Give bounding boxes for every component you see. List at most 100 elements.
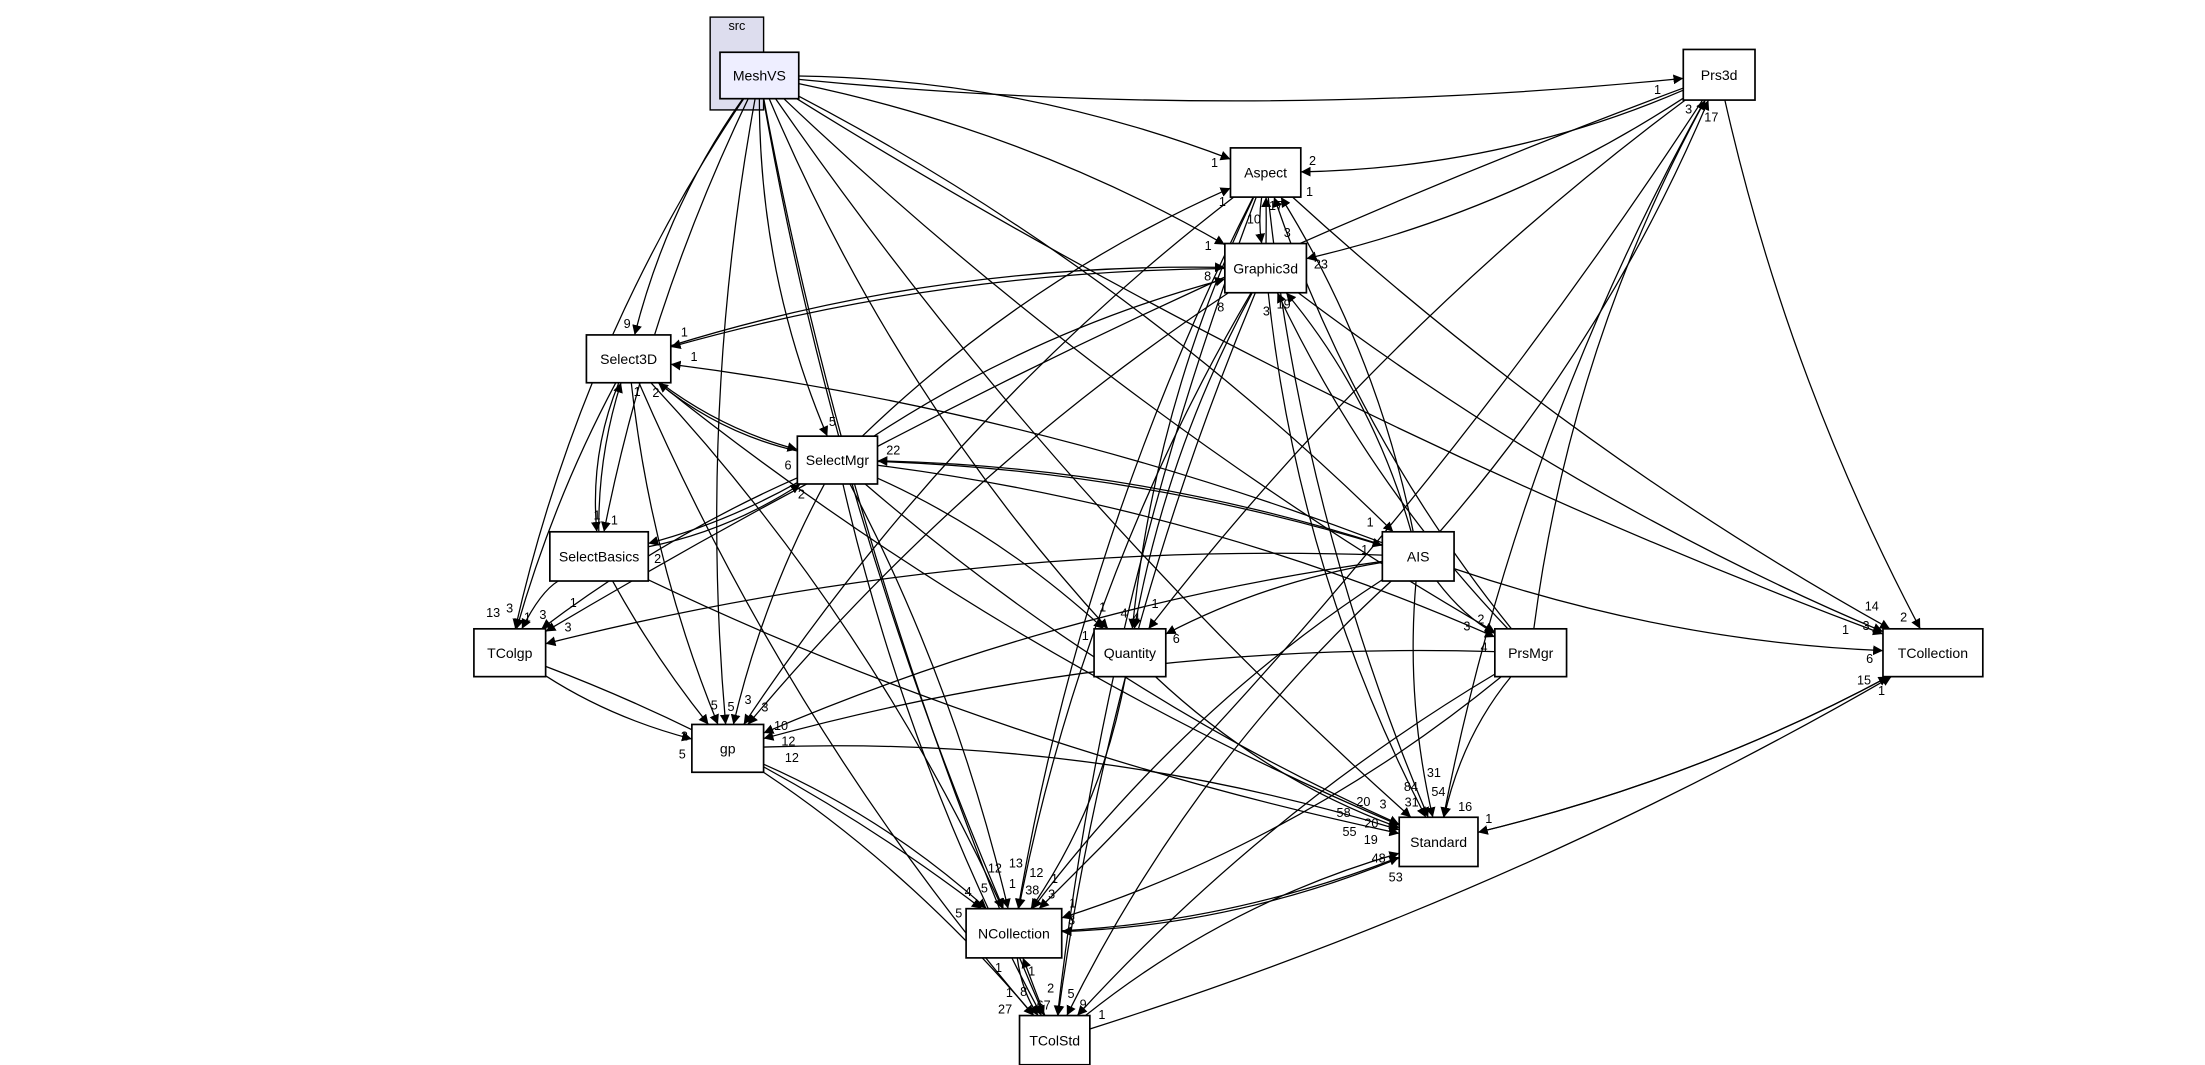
edge-label-PrsMgr-to-gp[interactable]: 12 — [785, 751, 799, 765]
edge-label-MeshVS-to-Quantity[interactable]: 1 — [1099, 601, 1106, 615]
node-gp[interactable]: gp — [691, 723, 765, 774]
edge-label-Select3D-to-gp[interactable]: 5 — [727, 700, 734, 714]
edge-label-Select3D-to-SelectBasics[interactable]: 1 — [611, 514, 618, 528]
edge-label-PrsMgr-to-Aspect[interactable]: 10 — [1247, 213, 1261, 227]
edge-label-Select3D-to-Standard[interactable]: 20 — [1364, 816, 1378, 830]
edge-label-AIS-to-TColStd[interactable]: 9 — [1080, 997, 1087, 1011]
edge-label-Select3D-to-NCollection[interactable]: 12 — [988, 862, 1002, 876]
edge-label-MeshVS-to-SelectBasics[interactable]: 1 — [594, 509, 601, 523]
edge-label-NCollection-to-Standard[interactable]: 53 — [1389, 870, 1403, 884]
edge-label-Prs3d-to-Aspect[interactable]: 2 — [1309, 154, 1316, 168]
edge-label-AIS-to-Quantity[interactable]: 6 — [1173, 632, 1180, 646]
node-prs3d[interactable]: Prs3d — [1682, 48, 1756, 101]
edge-label-Select3D-to-Graphic3d[interactable]: 8 — [1204, 269, 1211, 283]
node-tcolstd[interactable]: TColStd — [1018, 1014, 1091, 1065]
edge-label-Quantity-to-NCollection[interactable]: 3 — [1048, 887, 1055, 901]
edge-label-Graphic3d-to-Standard[interactable]: 84 — [1404, 780, 1418, 794]
edge-label-MeshVS-to-PrsMgr[interactable]: 3 — [1463, 619, 1470, 633]
node-ais[interactable]: AIS — [1381, 530, 1455, 582]
edge-label-MeshVS-to-TColgp[interactable]: 3 — [506, 602, 513, 616]
edge-label-AIS-to-Aspect[interactable]: 1 — [1306, 185, 1313, 199]
edge-label-MeshVS-to-NCollection[interactable]: 5 — [981, 881, 988, 895]
edge-label-NCollection-to-TColStd[interactable]: 67 — [1037, 998, 1051, 1012]
edge-label-AIS-to-Graphic3d[interactable]: 19 — [1277, 298, 1291, 312]
edge-label-MeshVS-to-AIS[interactable]: 1 — [1367, 515, 1374, 529]
edge-label-PrsMgr-to-TColStd[interactable]: 1 — [1098, 1008, 1105, 1022]
node-ncollection[interactable]: NCollection — [965, 907, 1063, 959]
edge-label-SelectMgr-to-NCollection[interactable]: 13 — [1009, 856, 1023, 870]
node-prsmgr[interactable]: PrsMgr — [1494, 627, 1568, 678]
edge-label-SelectBasics-to-Standard[interactable]: 55 — [1342, 825, 1356, 839]
edge-label-Select3D-to-SelectMgr[interactable]: 6 — [784, 458, 791, 472]
edge-label-Quantity-to-Standard[interactable]: 20 — [1356, 795, 1370, 809]
edge-label-MeshVS-to-gp[interactable]: 5 — [711, 699, 718, 713]
edge-label-Aspect-to-TCollection[interactable]: 3 — [1862, 619, 1869, 633]
edge-label-SelectMgr-to-AIS[interactable]: 1 — [1361, 543, 1368, 557]
edge-label-AIS-to-Prs3d[interactable]: 17 — [1704, 111, 1718, 125]
edge-label-Aspect-to-Graphic3d[interactable]: 3 — [1284, 226, 1291, 240]
edge-label-AIS-to-TColgp[interactable]: 3 — [565, 620, 572, 634]
edge-label-MeshVS-to-TCollection[interactable]: 1 — [1842, 623, 1849, 637]
edge-label-SelectMgr-to-Quantity[interactable]: 1 — [1082, 629, 1089, 643]
edge-label-TColStd-to-NCollection[interactable]: 1 — [995, 961, 1002, 975]
edge-label-Graphic3d-to-gp[interactable]: 10 — [774, 719, 788, 733]
edge-label-Aspect-to-Quantity[interactable]: 4 — [1120, 606, 1127, 620]
edge-label-PrsMgr-to-Graphic3d[interactable]: 3 — [1263, 304, 1270, 318]
node-graphic3d[interactable]: Graphic3d — [1224, 242, 1308, 294]
edge-label-SelectMgr-to-SelectBasics[interactable]: 2 — [654, 552, 661, 566]
edge-label-AIS-to-NCollection[interactable]: 12 — [1029, 866, 1043, 880]
edge-label-Graphic3d-to-Quantity[interactable]: 4 — [1133, 610, 1140, 624]
edge-label-MeshVS-to-Aspect[interactable]: 1 — [1211, 156, 1218, 170]
edge-label-SelectMgr-to-Graphic3d[interactable]: 8 — [1217, 300, 1224, 314]
node-selectmgr[interactable]: SelectMgr — [796, 435, 879, 485]
node-aspect[interactable]: Aspect — [1229, 147, 1302, 198]
edge-label-Prs3d-to-Quantity[interactable]: 1 — [1151, 597, 1158, 611]
edge-label-TCollection-to-Standard[interactable]: 1 — [1485, 812, 1492, 826]
edge-label-MeshVS-to-Prs3d[interactable]: 1 — [1654, 83, 1661, 97]
node-meshvs[interactable]: MeshVS — [719, 51, 800, 100]
node-tcollection[interactable]: TCollection — [1882, 627, 1984, 678]
edge-label-Graphic3d-to-TCollection[interactable]: 14 — [1865, 599, 1879, 613]
edge-label-SelectMgr-to-Aspect[interactable]: 1 — [1219, 195, 1226, 209]
edge-label-AIS-to-gp[interactable]: 12 — [781, 735, 795, 749]
edge-label-TColgp-to-NCollection[interactable]: 5 — [955, 907, 962, 921]
edge-label-Graphic3d-to-Aspect[interactable]: 17 — [1269, 199, 1283, 213]
edge-label-MeshVS-to-TColStd[interactable]: 8 — [1020, 985, 1027, 999]
node-select3d[interactable]: Select3D — [585, 334, 672, 384]
edge-label-Prs3d-to-TColgp[interactable]: 1 — [570, 596, 577, 610]
edge-label-MeshVS-to-Graphic3d[interactable]: 1 — [1205, 239, 1212, 253]
edge-label-Prs3d-to-Graphic3d[interactable]: 23 — [1314, 258, 1328, 272]
edge-label-SelectMgr-to-TColStd[interactable]: 1 — [1006, 986, 1013, 1000]
edge-label-Standard-to-NCollection[interactable]: 3 — [1068, 914, 1075, 928]
edge-label-AIS-to-TCollection[interactable]: 6 — [1866, 652, 1873, 666]
edge-label-Aspect-to-gp[interactable]: 3 — [744, 693, 751, 707]
edge-label-Standard-to-TCollection[interactable]: 1 — [1878, 684, 1885, 698]
edge-label-gp-to-TColStd[interactable]: 1 — [1028, 965, 1035, 979]
edge-label-SelectMgr-to-PrsMgr[interactable]: 2 — [1477, 612, 1484, 626]
edge-label-SelectBasics-to-Select3D[interactable]: 1 — [634, 385, 641, 399]
edge-label-Graphic3d-to-Select3D[interactable]: 1 — [681, 325, 688, 339]
edge-label-Prs3d-to-NCollection[interactable]: 1 — [1051, 872, 1058, 886]
edge-label-Graphic3d-to-NCollection[interactable]: 38 — [1025, 883, 1039, 897]
edge-label-PrsMgr-to-NCollection[interactable]: 1 — [1069, 896, 1076, 910]
edge-label-Graphic3d-to-TColStd[interactable]: 5 — [1068, 987, 1075, 1001]
node-standard[interactable]: Standard — [1398, 816, 1479, 868]
edge-label-SelectMgr-to-Select3D[interactable]: 2 — [652, 386, 659, 400]
edge-label-TColStd-to-TCollection[interactable]: 15 — [1857, 673, 1871, 687]
edge-label-gp-to-NCollection[interactable]: 4 — [965, 885, 972, 899]
edge-label-MeshVS-to-Standard[interactable]: 3 — [1379, 798, 1386, 812]
edge-label-AIS-to-PrsMgr[interactable]: 4 — [1481, 641, 1488, 655]
edge-label-SelectMgr-to-TColgp[interactable]: 3 — [539, 608, 546, 622]
edge-label-Prs3d-to-Standard[interactable]: 54 — [1431, 785, 1445, 799]
edge-label-Select3D-to-TColgp[interactable]: 13 — [486, 606, 500, 620]
node-quantity[interactable]: Quantity — [1093, 627, 1167, 678]
edge-label-MeshVS-to-Select3D[interactable]: 9 — [624, 317, 631, 331]
edge-label-Aspect-to-Standard[interactable]: 31 — [1405, 795, 1419, 809]
edge-label-Prs3d-to-TCollection[interactable]: 2 — [1900, 611, 1907, 625]
edge-label-MeshVS-to-SelectMgr[interactable]: 5 — [829, 415, 836, 429]
edge-label-PrsMgr-to-Prs3d[interactable]: 3 — [1685, 103, 1692, 117]
edge-label-AIS-to-Select3D[interactable]: 1 — [690, 350, 697, 364]
edge-label-AIS-to-Standard[interactable]: 31 — [1427, 766, 1441, 780]
edge-label-PrsMgr-to-Standard[interactable]: 16 — [1458, 800, 1472, 814]
edge-label-AIS-to-SelectMgr[interactable]: 22 — [886, 444, 900, 458]
